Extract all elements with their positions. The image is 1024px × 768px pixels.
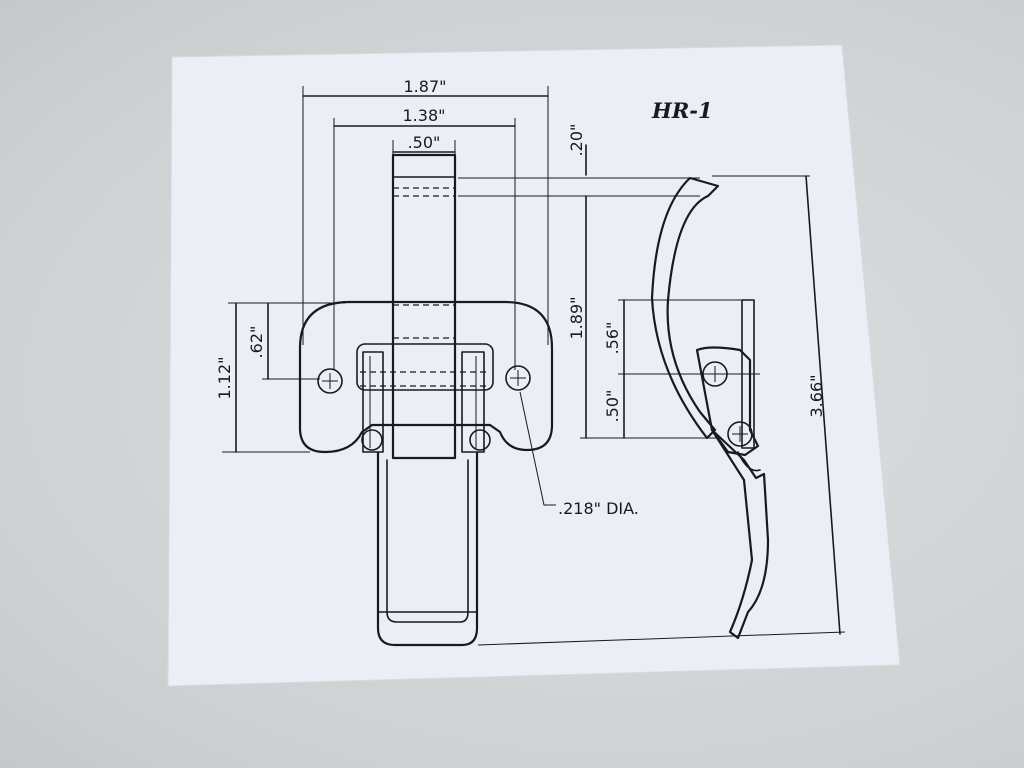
label-overall-width: 1.87" bbox=[404, 77, 447, 96]
front-view bbox=[298, 153, 554, 647]
label-total-length: 3.66" bbox=[807, 375, 826, 418]
dim-line-total-length bbox=[805, 175, 841, 635]
front-dimensions bbox=[222, 86, 556, 506]
strap bbox=[391, 153, 457, 460]
label-base-height: 1.12" bbox=[215, 357, 234, 400]
hinge-block bbox=[356, 343, 494, 391]
label-hole-spacing: 1.38" bbox=[403, 106, 446, 125]
pivot-pin-lower bbox=[727, 421, 753, 447]
label-hook-height: 1.89" bbox=[567, 297, 586, 340]
hook-claw bbox=[650, 176, 720, 440]
paper-sheet bbox=[167, 44, 901, 687]
handle-lever bbox=[376, 452, 479, 647]
left-mounting-hole bbox=[317, 368, 343, 394]
base-plate-outline bbox=[298, 300, 554, 454]
side-dimensions bbox=[458, 144, 846, 646]
latch-body bbox=[695, 346, 760, 457]
label-top-gap: .20" bbox=[567, 124, 586, 157]
dia-leader bbox=[519, 391, 556, 506]
label-pivot-offset: .56" bbox=[603, 322, 622, 355]
label-lower-offset: .50" bbox=[603, 390, 622, 423]
lever-arm bbox=[710, 428, 770, 640]
drawing-title: HR-1 bbox=[651, 98, 713, 123]
label-hole-height: .62" bbox=[247, 326, 266, 359]
label-strap-width: .50" bbox=[408, 133, 441, 152]
left-hinge-ear bbox=[362, 351, 384, 453]
right-mounting-hole bbox=[505, 365, 531, 391]
label-hole-diameter: .218" DIA. bbox=[558, 499, 639, 518]
right-hinge-ear bbox=[461, 351, 485, 453]
